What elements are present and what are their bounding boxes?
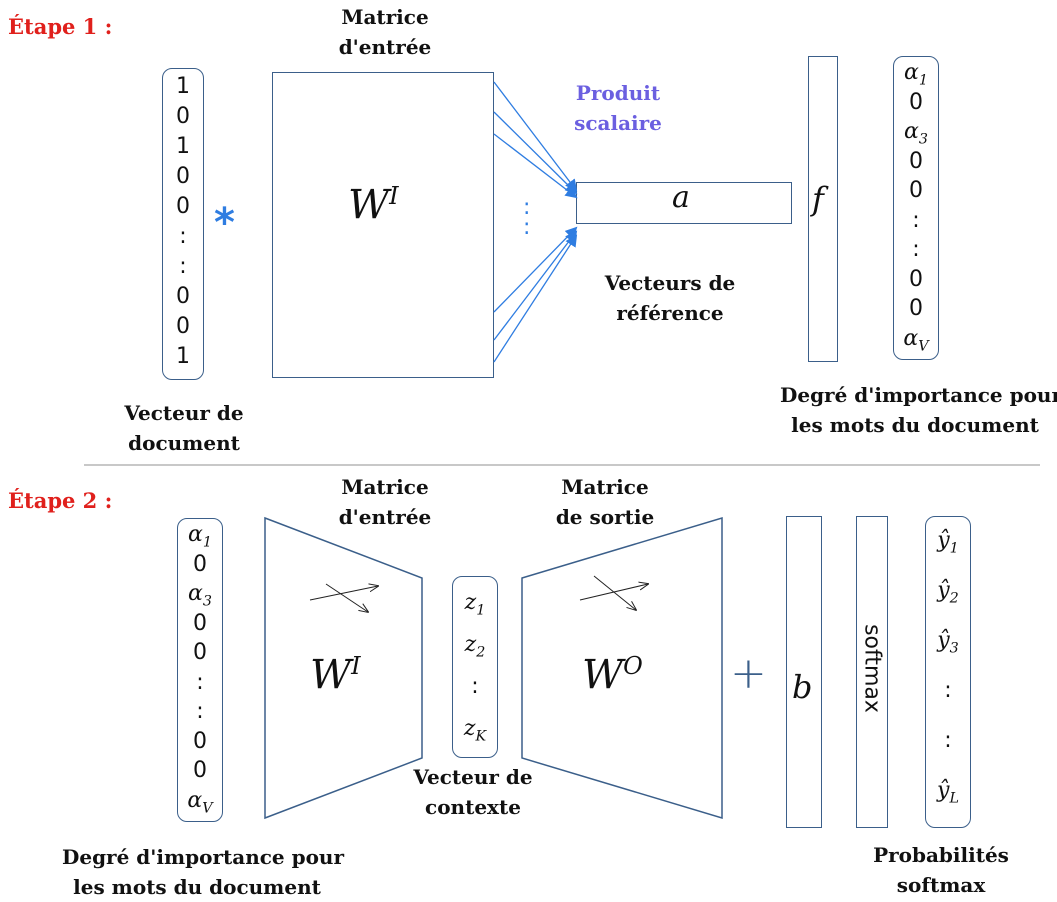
b-symbol: b [792,668,813,706]
vector-entry: ŷ3 [937,628,959,657]
vector-entry: ŷL [937,778,959,807]
vector-entry: 0 [193,551,207,577]
f-function-box [808,56,838,362]
input-matrix-symbol-step2: WI [310,652,361,699]
vector-entry: α1 [904,60,928,89]
vector-entry: αV [903,325,929,354]
vector-entry: 0 [909,148,923,174]
vector-entry: α3 [188,581,212,610]
a-symbol: a [672,180,690,215]
vector-entry: z2 [464,632,486,661]
step1-label: Étape 1 : [8,14,113,39]
multiply-operator: * [214,200,235,246]
reference-vector-dots: :: [523,195,531,240]
vector-entry: ŷ1 [937,528,959,557]
vector-entry: 0 [176,164,190,189]
vector-entry: : [912,237,920,262]
vector-entry: 0 [909,178,923,203]
step-divider [84,464,1040,466]
f-symbol: f [812,180,824,218]
vector-entry: 0 [909,89,923,115]
vector-entry: : [196,699,204,724]
vector-entry: 1 [176,344,190,369]
vector-entry: zK [463,716,487,745]
output-matrix-symbol: WO [582,652,643,699]
vector-entry: ŷ2 [937,578,959,607]
vector-entry: α3 [904,119,928,148]
plus-operator: + [730,648,767,699]
bias-vector-b [786,516,822,828]
vector-entry: : [944,678,952,703]
vector-entry: : [179,224,187,249]
input-matrix-symbol: WI [348,182,399,229]
input-matrix-wi [272,72,494,378]
context-vector: z1 z2: zK [452,576,498,758]
vector-entry: 0 [176,104,190,129]
softmax-box [856,516,888,828]
vector-entry: 0 [176,314,190,339]
vector-entry: : [179,254,187,279]
vector-entry: 0 [176,194,190,219]
vector-entry: 0 [909,266,923,292]
vector-entry: 0 [193,640,207,665]
vector-entry: : [196,669,204,695]
input-matrix-trapezoid [264,516,423,820]
vector-entry: 0 [193,728,207,754]
vector-entry: z1 [464,590,486,619]
vector-entry: 1 [176,74,190,99]
vector-entry: α1 [188,522,212,551]
vector-entry: 0 [193,758,207,783]
projection-arrows [493,81,578,363]
vector-entry: : [471,674,479,699]
output-matrix-trapezoid [521,516,723,820]
a-vector [576,182,792,224]
vector-entry: 0 [193,610,207,636]
vector-entry: : [912,207,920,233]
vector-entry: 0 [176,284,190,309]
vector-entry: 0 [909,296,923,321]
vector-entry: : [944,728,952,753]
vector-entry: αV [187,787,213,816]
step2-label: Étape 2 : [8,488,113,513]
vector-entry: 1 [176,134,190,159]
